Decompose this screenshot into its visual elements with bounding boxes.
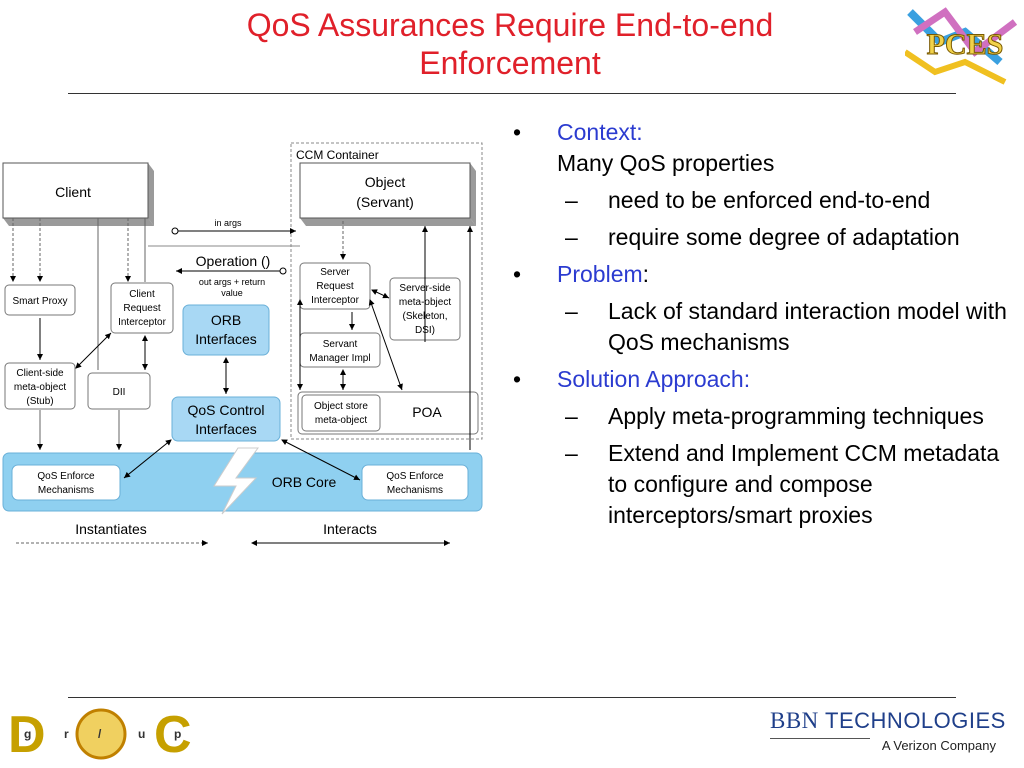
bullet-solution: • Solution Approach: <box>513 366 751 392</box>
client-interceptor-box: Client Request Interceptor <box>110 282 174 334</box>
smart-proxy-label: Smart Proxy <box>12 296 67 307</box>
bbn-tagline: A Verizon Company <box>881 738 996 753</box>
sub-bullet: – Apply meta-programming techniques <box>565 403 984 429</box>
bbn-name: BBN <box>770 708 826 733</box>
sub-bullet: – require some degree of adaptation <box>565 224 960 250</box>
qos-control-box: QoS Control Interfaces <box>171 396 281 442</box>
sub-bullet-text: Apply meta-programming techniques <box>608 403 984 429</box>
smart-proxy-box: Smart Proxy <box>4 284 76 316</box>
sub-bullet-text: Lack of standard interaction model with … <box>608 298 1007 355</box>
page-title: QoS Assurances Require End-to-end Enforc… <box>100 6 920 82</box>
bullet-suffix: : <box>642 261 650 287</box>
pces-logo-text: PCES <box>927 28 1004 61</box>
svg-text:meta-object: meta-object <box>14 382 66 393</box>
object-label: (Servant) <box>356 194 414 210</box>
svg-text:(Stub): (Stub) <box>26 396 53 407</box>
doc-letter: r <box>64 727 69 741</box>
server-interceptor-box: Server Request Interceptor <box>299 262 371 310</box>
legend-instantiates: Instantiates <box>75 521 147 537</box>
svg-text:QoS Enforce: QoS Enforce <box>37 471 95 482</box>
svg-text:DII: DII <box>113 387 126 398</box>
title-line-1: QoS Assurances Require End-to-end <box>246 7 774 43</box>
object-box: Object (Servant) <box>299 162 476 226</box>
svg-text:Object store: Object store <box>314 401 368 412</box>
object-label: Object <box>365 174 406 190</box>
in-args-label: in args <box>214 218 242 228</box>
ccm-container <box>290 142 483 440</box>
sub-bullet-text: Extend and Implement CCM metadata to con… <box>608 440 1000 528</box>
doc-letter: / <box>98 727 102 741</box>
doc-o-icon <box>75 708 127 760</box>
sub-bullet: – need to be enforced end-to-end <box>565 187 931 213</box>
doc-letter: p <box>174 727 181 741</box>
client-box: Client <box>2 162 154 226</box>
pces-ribbon-icon <box>905 7 1018 85</box>
sub-bullet: – Extend and Implement CCM metadata to c… <box>565 440 1000 528</box>
svg-text:meta-object: meta-object <box>315 415 367 426</box>
bullet-label: Problem <box>557 261 643 287</box>
doc-group-logo: D O C g r / u p <box>8 706 192 764</box>
svg-text:Request: Request <box>123 303 160 314</box>
out-args-label: out args + return <box>199 277 265 287</box>
qos-enforce-left-box: QoS Enforce Mechanisms <box>11 464 121 501</box>
footer-rule <box>68 697 956 698</box>
svg-text:Mechanisms: Mechanisms <box>38 485 94 496</box>
svg-text:Interfaces: Interfaces <box>195 331 256 347</box>
doc-letter: u <box>138 727 145 741</box>
sub-bullet-text: require some degree of adaptation <box>608 224 960 250</box>
bullet-context: • Context: Many QoS properties <box>513 119 775 176</box>
title-rule <box>68 93 956 94</box>
doc-letter: g <box>24 727 31 741</box>
dii-box: DII <box>87 372 151 410</box>
bullet-label: Solution Approach: <box>557 366 751 392</box>
out-args-label: value <box>221 288 243 298</box>
sub-bullet: – Lack of standard interaction model wit… <box>565 298 1007 355</box>
qos-enforce-right-box: QoS Enforce Mechanisms <box>361 464 469 501</box>
bbn-tech: TECHNOLOGIES <box>825 708 1006 733</box>
legend-interacts: Interacts <box>323 521 377 537</box>
object-store-box: Object store meta-object <box>301 394 381 432</box>
svg-text:Servant: Servant <box>323 339 358 350</box>
pces-logo: PCES <box>905 7 1018 85</box>
doc-letter: C <box>154 706 192 764</box>
bullet-extra: Many QoS properties <box>557 150 775 176</box>
sub-bullet-text: need to be enforced end-to-end <box>608 187 931 213</box>
svg-text:Manager Impl: Manager Impl <box>309 353 370 364</box>
svg-text:ORB: ORB <box>211 312 241 328</box>
bullet-list: • Context: Many QoS properties – need to… <box>510 117 1020 531</box>
bullet-problem: • Problem: <box>513 261 650 287</box>
doc-letter: D <box>8 706 46 764</box>
svg-text:POA: POA <box>412 404 442 420</box>
bullet-label: Context: <box>557 119 643 145</box>
svg-text:QoS Control: QoS Control <box>187 402 264 418</box>
title-line-2: Enforcement <box>419 45 601 81</box>
lightning-icon <box>213 447 259 515</box>
svg-text:Interfaces: Interfaces <box>195 421 256 437</box>
svg-text:Client: Client <box>129 289 155 300</box>
svg-text:Server: Server <box>320 267 350 278</box>
bbn-logo: BBN TECHNOLOGIES A Verizon Company <box>770 708 1010 758</box>
ccm-container-label: CCM Container <box>296 148 379 162</box>
orb-core-label: ORB Core <box>272 474 337 490</box>
client-meta-box: Client-side meta-object (Stub) <box>4 362 76 410</box>
orb-interfaces-box: ORB Interfaces <box>182 304 270 356</box>
svg-text:Interceptor: Interceptor <box>311 295 359 306</box>
svg-text:Client-side: Client-side <box>16 368 64 379</box>
svg-text:Request: Request <box>316 281 353 292</box>
servant-manager-box: Servant Manager Impl <box>299 332 381 368</box>
svg-text:Interceptor: Interceptor <box>118 317 166 328</box>
operation-label: Operation () <box>196 253 271 269</box>
ccm-diagram: CCM Container Client Object (Servant) in… <box>2 142 483 546</box>
svg-text:QoS Enforce: QoS Enforce <box>386 471 444 482</box>
client-label: Client <box>55 184 91 200</box>
svg-text:Mechanisms: Mechanisms <box>387 485 443 496</box>
